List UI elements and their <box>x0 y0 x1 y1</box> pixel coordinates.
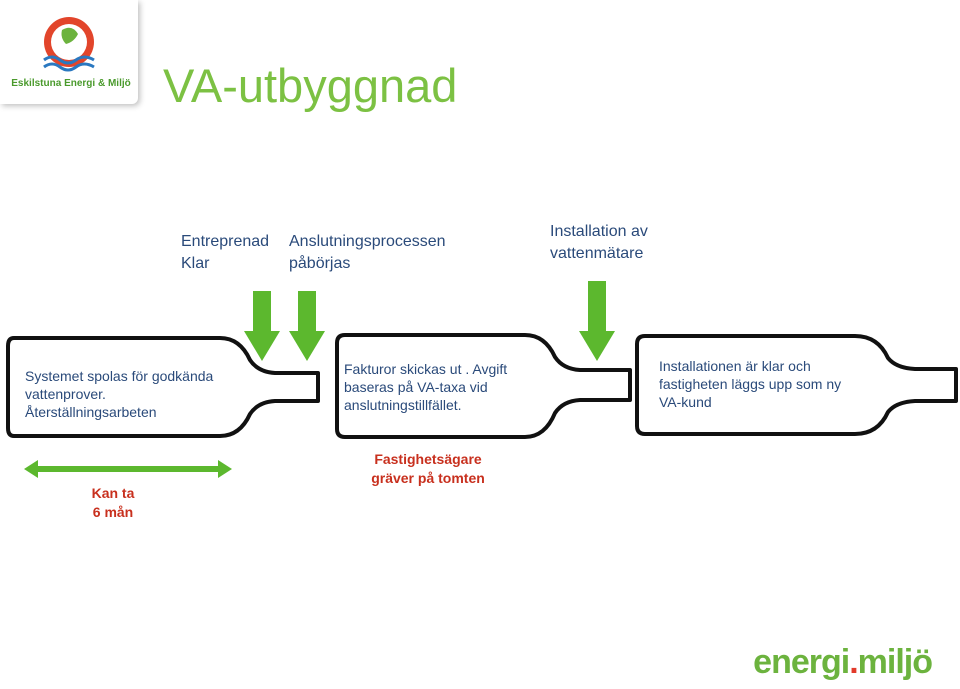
stage-3-text: Installationen är klar och fastigheten l… <box>659 358 842 410</box>
bottle-1-outline <box>6 336 320 438</box>
down-arrow-icon <box>579 281 615 361</box>
bottle-2-outline <box>335 333 632 439</box>
brand-wordmark: energi.miljö <box>753 643 933 681</box>
milestone-entreprenad-klar: Entreprenad Klar <box>181 233 270 272</box>
duration-double-arrow-icon <box>24 460 232 478</box>
down-arrow-icon <box>289 291 325 361</box>
page-title: VA-utbyggnad <box>163 59 458 112</box>
down-arrow-icon <box>244 291 280 361</box>
duration-label: Kan ta 6 mån <box>91 485 135 520</box>
stage-2-text: Fakturor skickas ut . Avgift baseras på … <box>344 361 508 413</box>
milestone-anslutningsprocessen: Anslutningsprocessen påbörjas <box>289 233 446 272</box>
property-owner-note: Fastighetsägare gräver på tomten <box>371 451 485 486</box>
milestone-installation-vattenmatare: Installation av vattenmätare <box>550 223 648 262</box>
logo-text: Eskilstuna Energi & Miljö <box>11 78 131 89</box>
stage-1-text: Systemet spolas för godkända vattenprove… <box>25 368 214 420</box>
bottle-3-outline <box>635 334 958 436</box>
logo-emblem-icon <box>43 17 95 72</box>
company-logo: Eskilstuna Energi & Miljö <box>0 0 138 104</box>
